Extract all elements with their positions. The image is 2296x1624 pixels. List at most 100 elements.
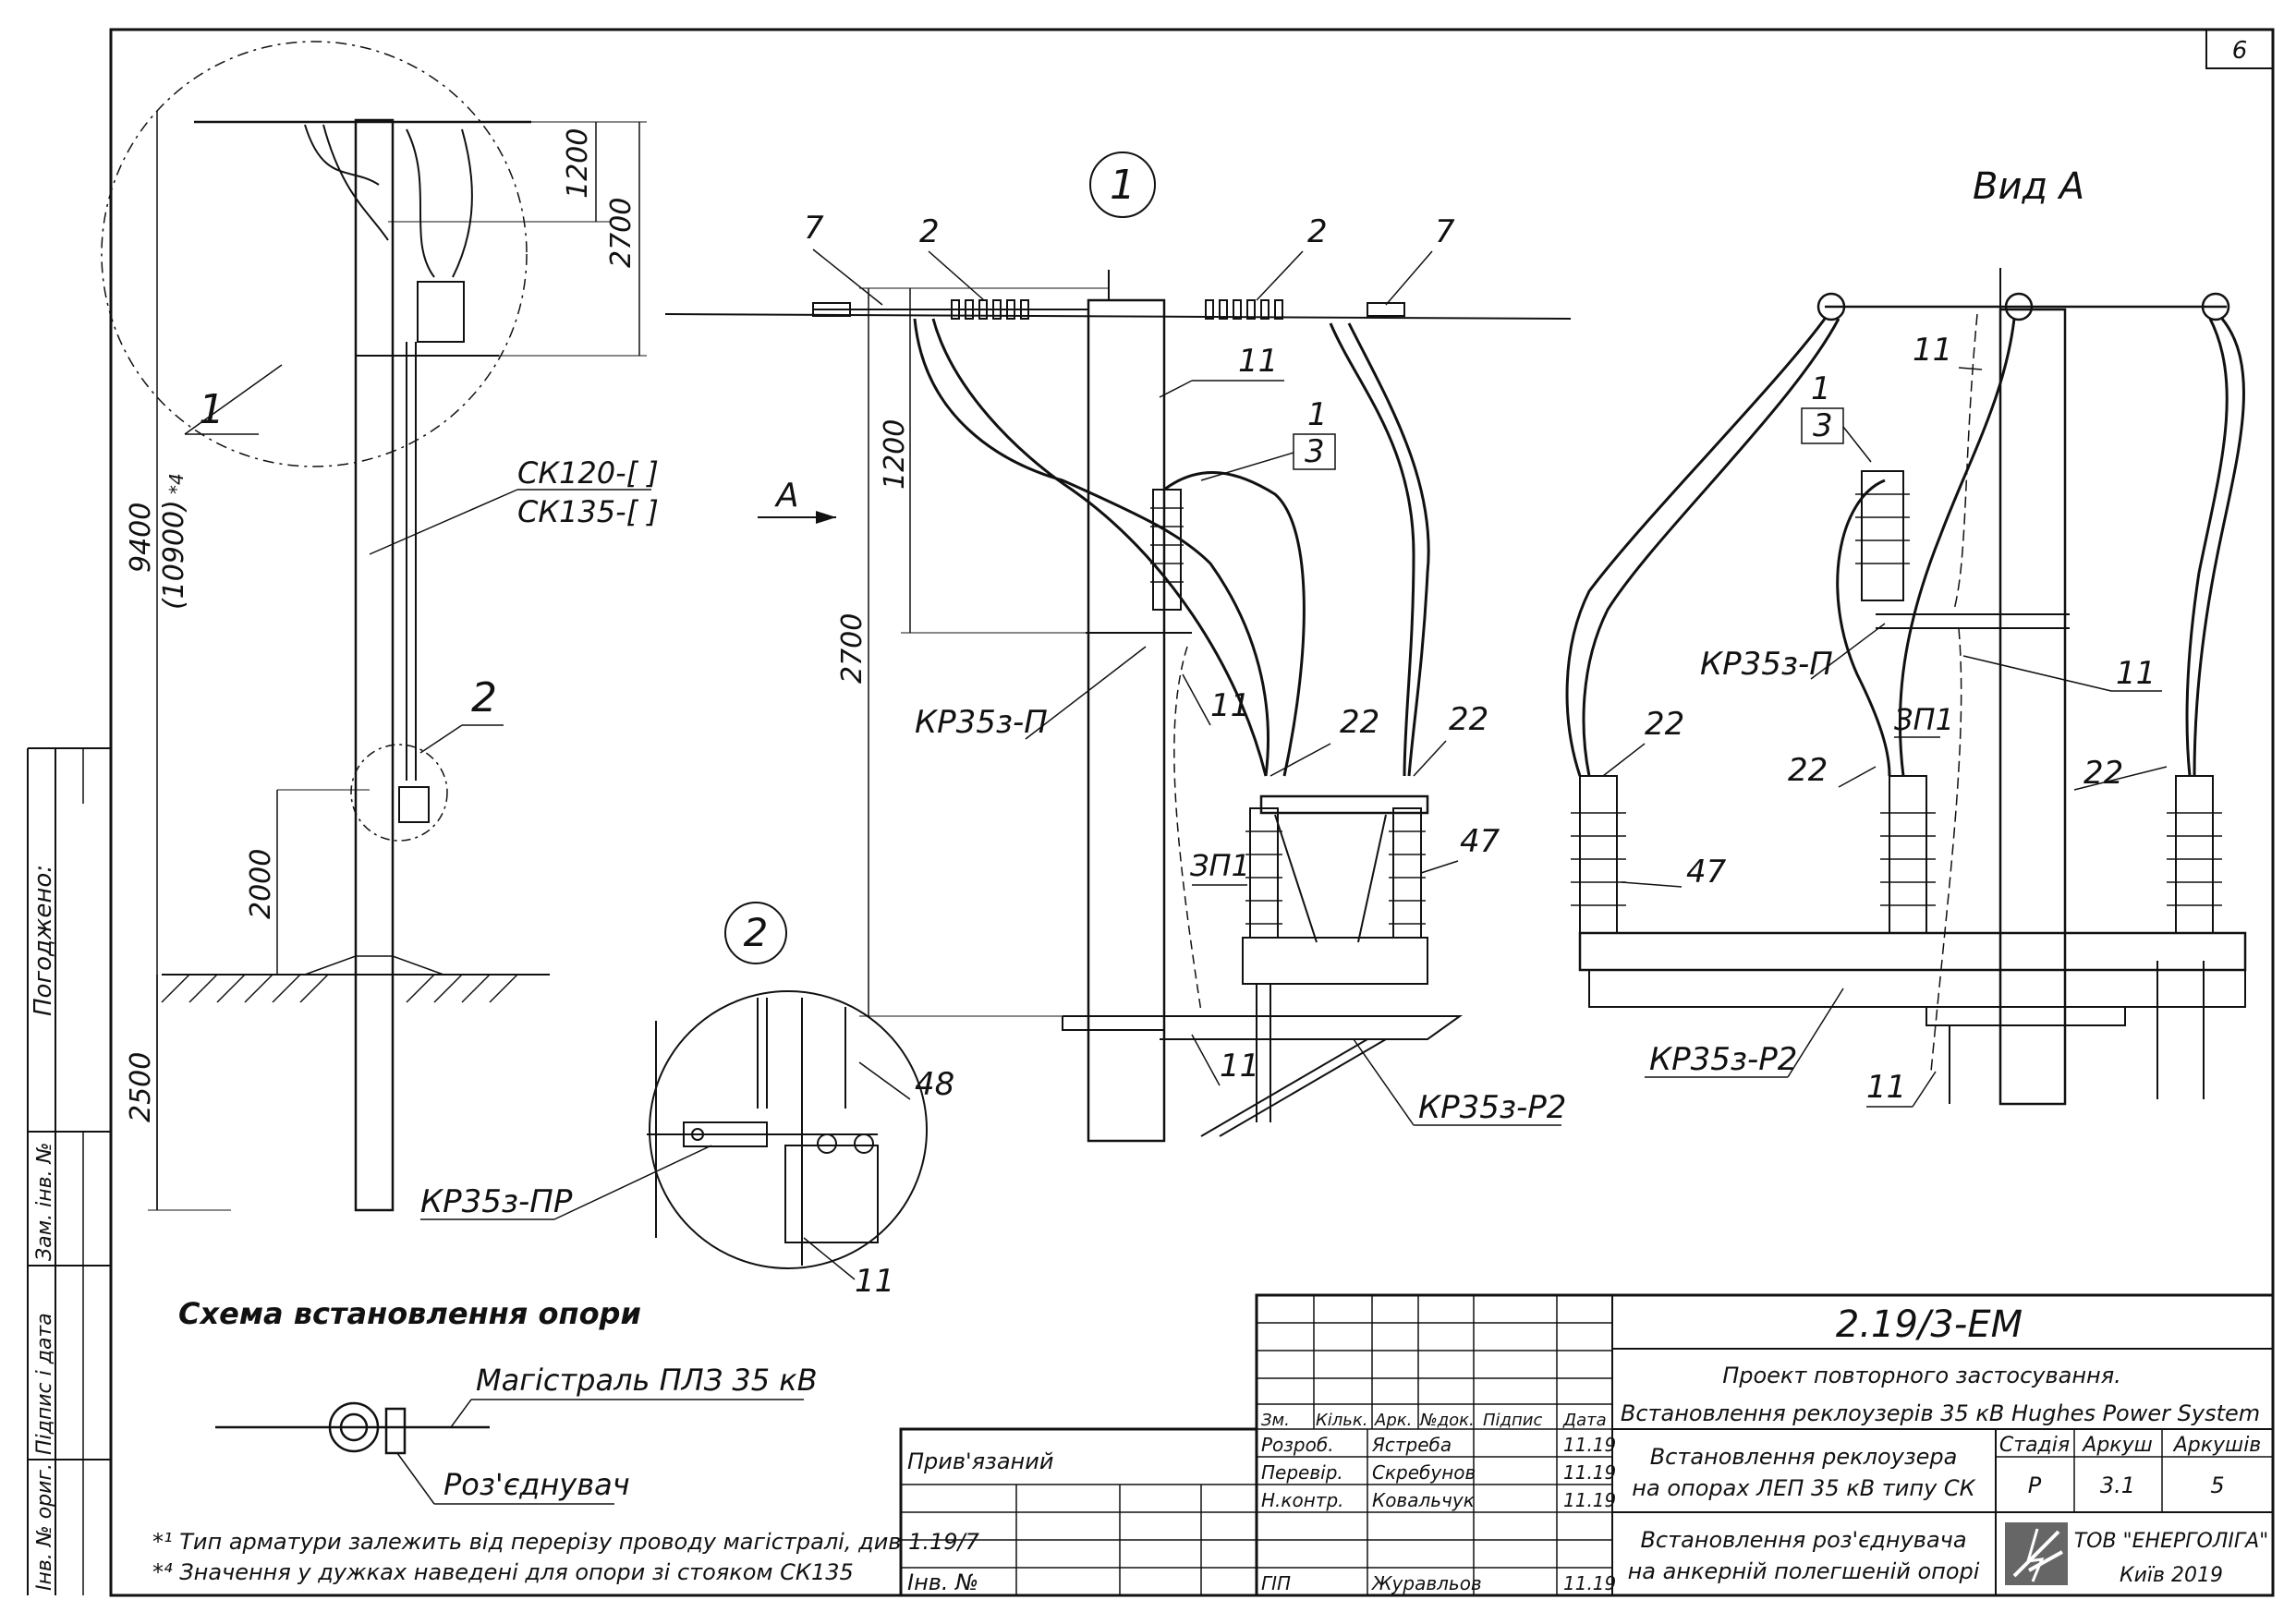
scheme-dim-note: *4 <box>165 473 188 494</box>
va-pos-47: 47 <box>1686 854 1727 891</box>
scheme-dim-2500: 2500 <box>125 1052 157 1122</box>
va-pos-22b: 22 <box>1788 752 1828 789</box>
gip-date: 11.19 <box>1563 1572 1616 1594</box>
date-2: 11.19 <box>1563 1489 1616 1511</box>
replace-inv-label: Зам. інв. № <box>33 1143 56 1262</box>
drawing-title-1: Встановлення роз'єднувача <box>1640 1527 1966 1553</box>
d2-pos-11: 11 <box>855 1263 894 1300</box>
d1-pos-11a: 11 <box>1238 343 1278 380</box>
note-1: *¹ Тип арматури залежить від перерізу пр… <box>152 1529 980 1555</box>
d2-pos-48: 48 <box>915 1066 954 1103</box>
scheme-callout-2: 2 <box>471 674 497 721</box>
detail-1-zone <box>101 41 528 467</box>
va-zp1: ЗП1 <box>1894 702 1954 737</box>
scheme-dim-10900: (10900) <box>158 500 190 610</box>
detail-1-number: 1 <box>1110 162 1136 209</box>
city-year: Київ 2019 <box>2120 1564 2223 1587</box>
va-pos-3: 3 <box>1813 407 1833 444</box>
d1-pos-11b: 11 <box>1210 687 1250 724</box>
stage-header: Стадія <box>1999 1434 2070 1457</box>
kr-pr-label: КР35з-ПР <box>420 1183 573 1220</box>
sheets-value: 5 <box>2210 1473 2224 1498</box>
name-1: Скребунов <box>1372 1461 1476 1484</box>
va-pos-11b: 11 <box>2116 655 2156 692</box>
company-logo-icon <box>2005 1522 2068 1585</box>
detail-1-recloser <box>1152 489 1182 611</box>
company-name: ТОВ "ЕНЕРГОЛІГА" <box>2074 1530 2269 1553</box>
left-margin-strip: Погоджено: Зам. інв. № Підпис і дата Інв… <box>27 747 111 1595</box>
role-1: Перевір. <box>1261 1461 1343 1484</box>
name-2: Ковальчук <box>1372 1489 1475 1511</box>
agreed-label: Погоджено: <box>30 865 57 1016</box>
gip-role: ГІП <box>1261 1572 1291 1594</box>
d1-pos-1: 1 <box>1307 396 1328 433</box>
linked-label: Прив'язаний <box>907 1448 1053 1474</box>
hdr-kil: Кільк. <box>1316 1411 1368 1430</box>
hdr-ndok: №док. <box>1419 1411 1475 1430</box>
pole-symbol-icon <box>328 1401 380 1453</box>
d1-dim-1200: 1200 <box>879 419 911 490</box>
project-line-1: Проект повторного застосування. <box>1722 1363 2121 1388</box>
doc-code: 2.19/3-ЕМ <box>1836 1303 2023 1346</box>
legend: Схема встановлення опори Магістраль ПЛЗ … <box>152 1296 980 1585</box>
hdr-ark: Арк. <box>1374 1411 1412 1430</box>
detail-2-circle <box>724 902 787 964</box>
va-pos-3-box <box>1801 407 1844 444</box>
note-4: *⁴ Значення у дужках наведені для опори … <box>152 1559 854 1585</box>
stage-value: Р <box>2028 1473 2042 1498</box>
scheme-dim-2000: 2000 <box>245 849 277 919</box>
detail-2-zone <box>350 744 448 842</box>
detail-1: 1 <box>664 151 1572 1143</box>
pole <box>354 118 395 1212</box>
d1-dim-2700: 2700 <box>836 613 869 684</box>
detail-2: 2 48 11 КР35з-ПР <box>420 902 954 1300</box>
role-2: Н.контр. <box>1261 1489 1344 1511</box>
va-pos-1: 1 <box>1811 370 1831 407</box>
scheme-caption: Схема встановлення опори <box>178 1296 641 1331</box>
va-kr-p: КР35з-П <box>1700 646 1833 683</box>
view-arrow-label: А <box>774 477 799 515</box>
view-a-recloser <box>1861 470 1904 601</box>
d1-pos-3: 3 <box>1305 433 1325 470</box>
pole-type-b: СК135-[ ] <box>517 494 659 529</box>
scheme-callout-1: 1 <box>199 386 225 433</box>
drawing-title-2: на анкерній полегшеній опорі <box>1628 1558 1980 1584</box>
view-a-pole <box>1998 308 2067 1106</box>
d1-pos-22b: 22 <box>1449 701 1488 738</box>
detail-2-number: 2 <box>744 910 769 955</box>
d1-pos-7b: 7 <box>1435 213 1455 250</box>
scheme-dim-2700: 2700 <box>605 198 638 268</box>
d1-pos-2a: 2 <box>919 213 940 250</box>
recloser-body <box>417 281 465 343</box>
role-0: Розроб. <box>1261 1434 1334 1456</box>
d1-pos-3-box <box>1293 433 1336 470</box>
hdr-data: Дата <box>1562 1411 1607 1430</box>
sheet-title-1: Встановлення реклоузера <box>1650 1444 1958 1470</box>
d1-pos-2b: 2 <box>1307 213 1328 250</box>
date-1: 11.19 <box>1563 1461 1616 1484</box>
view-a-title: Вид А <box>1973 165 2084 208</box>
sign-date-label: Підпис і дата <box>33 1313 56 1455</box>
inv-no-label: Інв. № <box>907 1569 978 1595</box>
sheet-title-2: на опорах ЛЕП 35 кВ типу СК <box>1632 1475 1975 1501</box>
sheets-header: Аркушів <box>2172 1434 2262 1457</box>
sheet-number: 6 <box>2232 37 2248 65</box>
date-0: 11.19 <box>1563 1434 1616 1456</box>
d1-zp1: ЗП1 <box>1190 848 1250 883</box>
legend-line-label: Магістраль ПЛЗ 35 кВ <box>476 1363 818 1398</box>
pole-scheme: 1200 2700 9400 (10900) *4 2000 2500 1 2 … <box>101 41 659 1212</box>
sheet-frame <box>109 28 2275 1597</box>
scheme-dim-9400: 9400 <box>125 503 157 573</box>
sheet-number-box <box>2205 29 2274 69</box>
name-0: Ястреба <box>1371 1434 1452 1456</box>
hdr-pidpys: Підпис <box>1483 1411 1542 1430</box>
va-pos-11a: 11 <box>1913 332 1952 369</box>
d1-pos-7a: 7 <box>804 210 824 247</box>
pole-type-a: СК120-[ ] <box>517 455 659 491</box>
d1-kr-p: КР35з-П <box>915 704 1048 741</box>
va-pos-11c: 11 <box>1866 1069 1906 1106</box>
scheme-dim-1200: 1200 <box>562 128 594 199</box>
inv-orig-label: Інв. № ориг. <box>33 1463 56 1591</box>
view-a: Вид А 11 <box>1565 165 2247 1108</box>
